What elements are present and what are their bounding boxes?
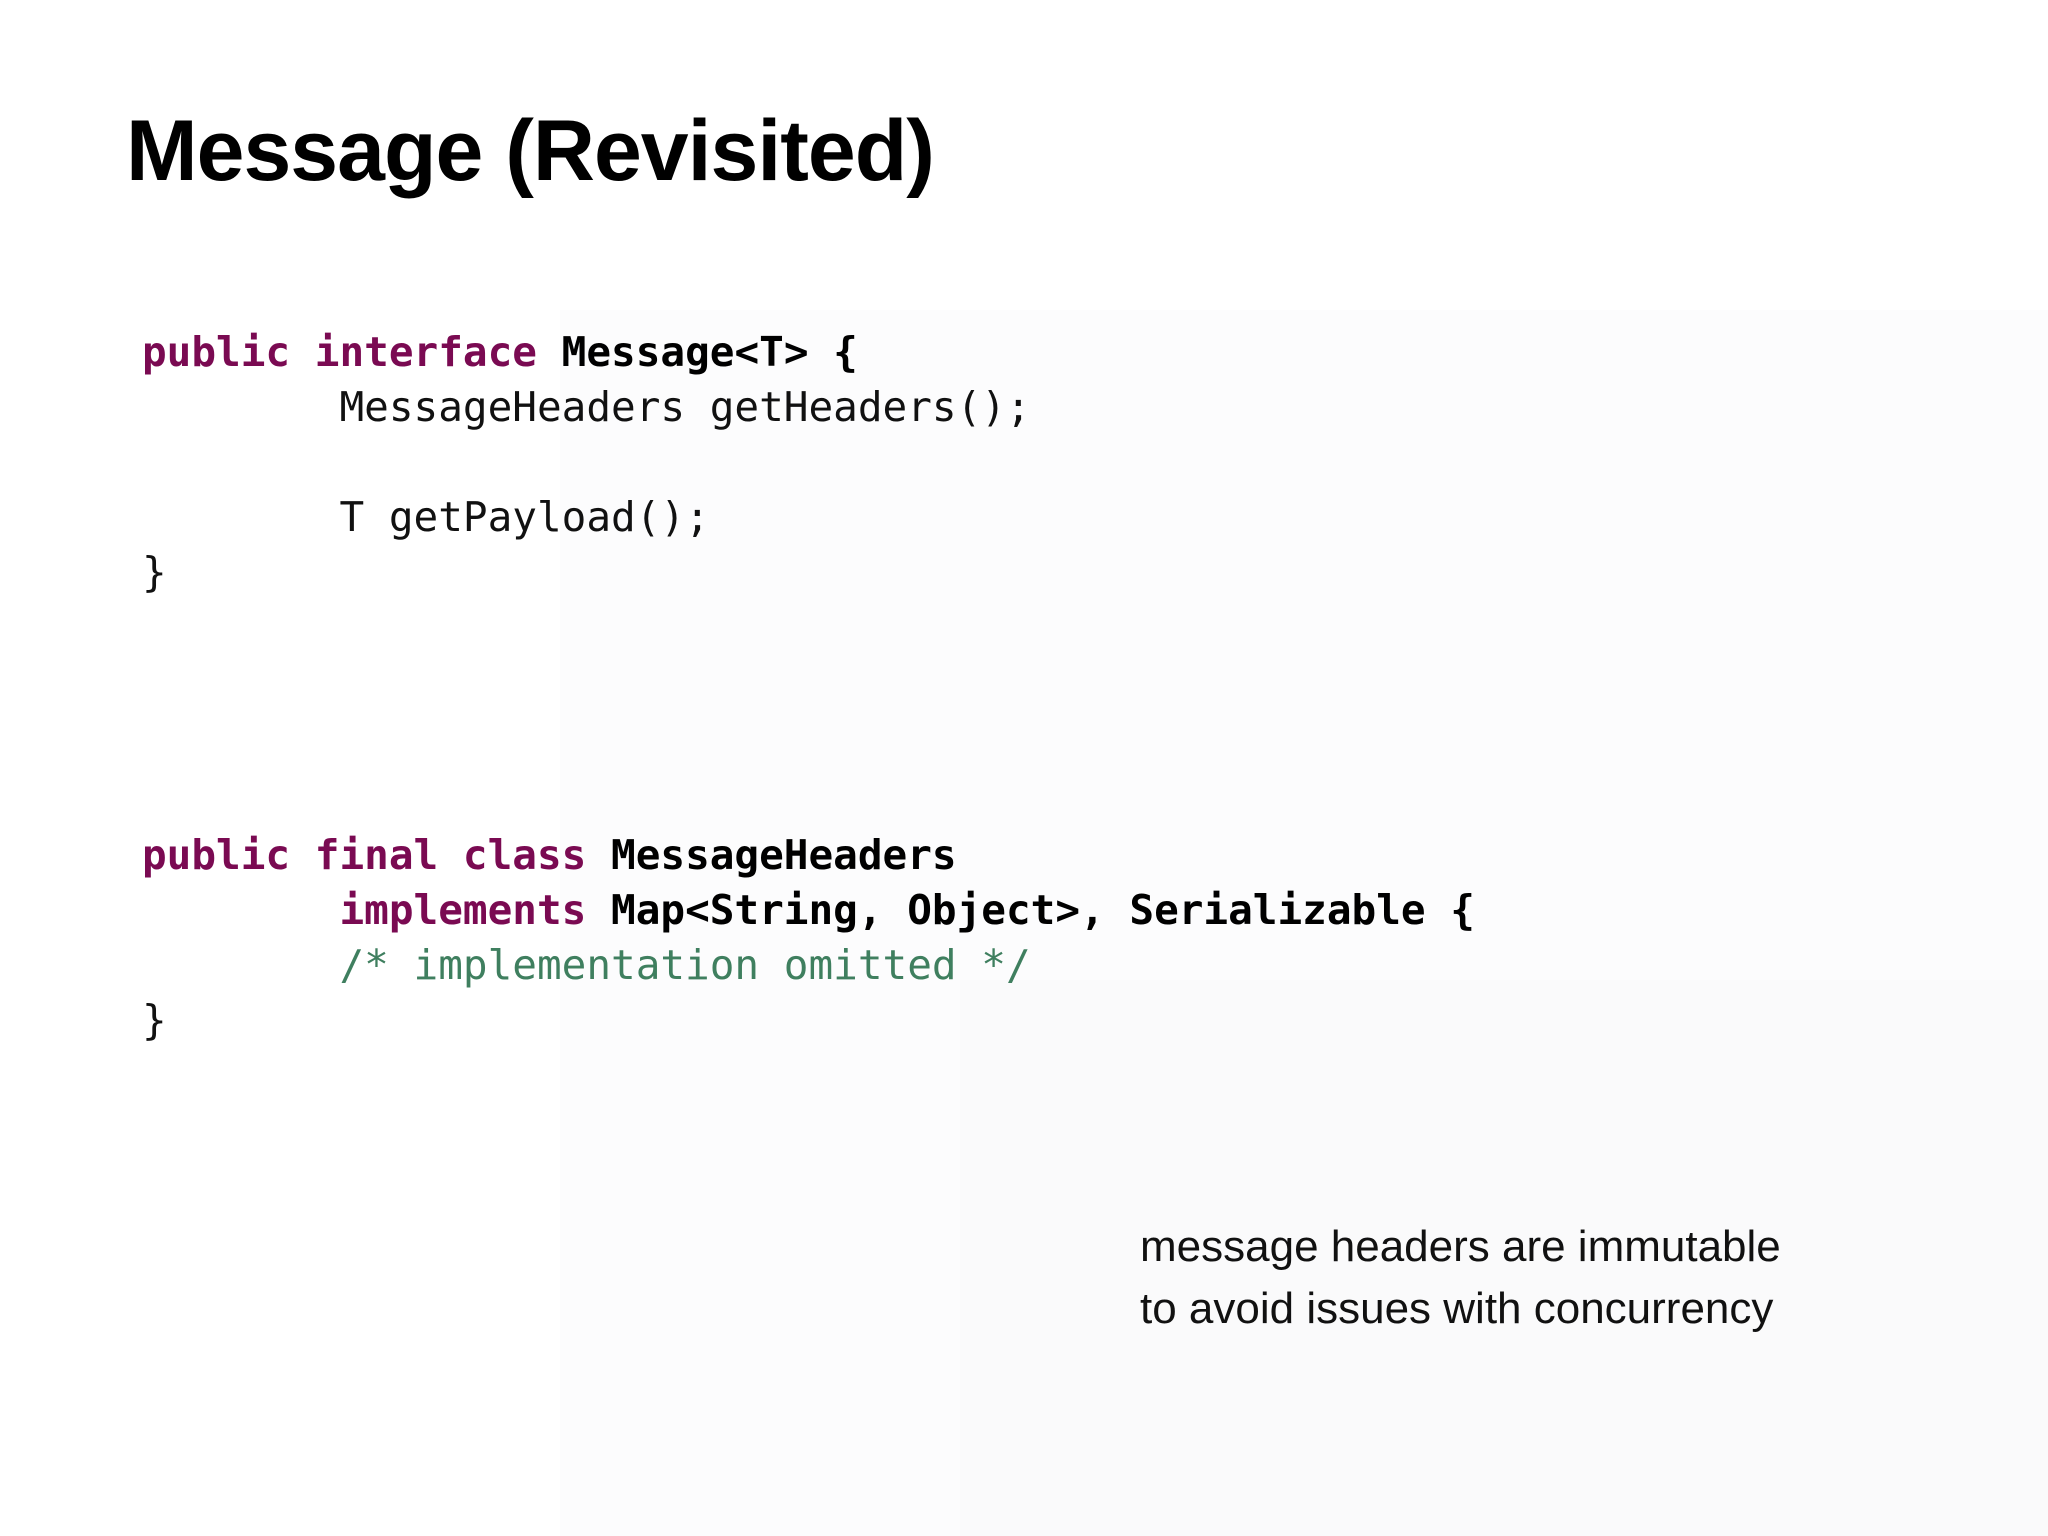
note-line-1: message headers are immutable <box>1140 1222 1781 1271</box>
code-line: /* implementation omitted */ <box>142 938 1475 993</box>
code-line: T getPayload(); <box>142 490 1031 545</box>
code-keyword: interface <box>314 328 537 376</box>
code-type-name: Message<T> { <box>561 328 858 376</box>
code-line: MessageHeaders getHeaders(); <box>142 380 1031 435</box>
code-block-message-interface: public interface Message<T> { MessageHea… <box>142 325 1031 600</box>
code-keyword: implements <box>339 886 587 934</box>
code-implements-list: Map<String, Object>, Serializable { <box>611 886 1475 934</box>
note-line-2: to avoid issues with concurrency <box>1140 1284 1774 1333</box>
code-class-name: MessageHeaders <box>611 831 957 879</box>
background-panel-lower <box>960 980 2048 1536</box>
code-keyword: class <box>462 831 587 879</box>
code-blank-line <box>142 435 1031 490</box>
code-block-messageheaders-class: public final class MessageHeaders implem… <box>142 828 1475 1048</box>
code-closing-brace: } <box>142 996 167 1044</box>
code-closing-brace: } <box>142 548 167 596</box>
code-line: public final class MessageHeaders <box>142 828 1475 883</box>
code-keyword: public <box>142 328 291 376</box>
slide-title: Message (Revisited) <box>126 103 935 199</box>
code-line: implements Map<String, Object>, Serializ… <box>142 883 1475 938</box>
code-line: public interface Message<T> { <box>142 325 1031 380</box>
code-keyword: public <box>142 831 291 879</box>
code-line: } <box>142 545 1031 600</box>
code-method: MessageHeaders getHeaders(); <box>339 383 1031 431</box>
note-text: message headers are immutable to avoid i… <box>1140 1216 1781 1340</box>
code-keyword: final <box>314 831 439 879</box>
code-comment: /* implementation omitted */ <box>339 941 1031 989</box>
code-line: } <box>142 993 1475 1048</box>
code-method: T getPayload(); <box>339 493 710 541</box>
